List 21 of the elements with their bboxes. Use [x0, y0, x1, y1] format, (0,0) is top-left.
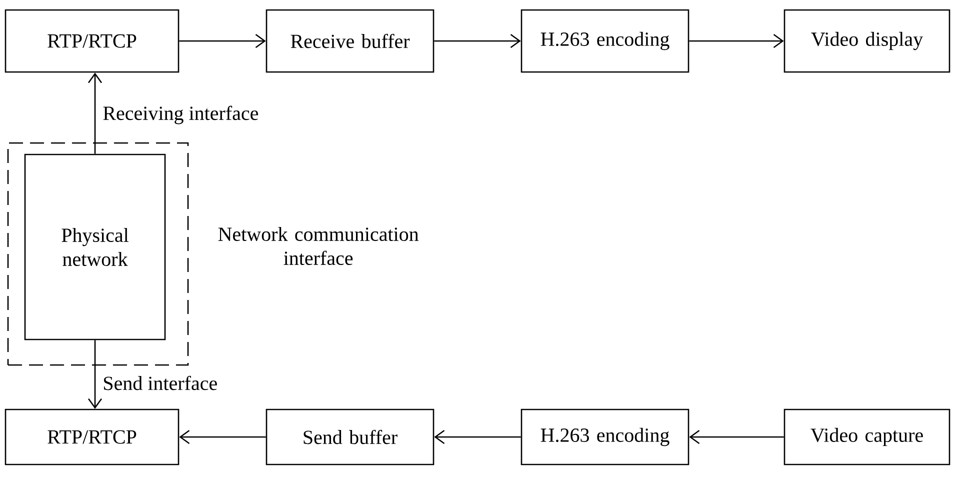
- arrow: [179, 34, 266, 48]
- process-box: Physical network: [24, 154, 166, 340]
- arrow: [88, 72, 102, 154]
- process-box: RTP/RTCP: [4, 9, 180, 73]
- arrow: [434, 34, 521, 48]
- arrow: [689, 430, 784, 444]
- process-box: Send buffer: [266, 408, 434, 466]
- arrow: [434, 430, 521, 444]
- process-box: Receive buffer: [266, 9, 434, 73]
- process-box: RTP/RTCP: [4, 408, 180, 466]
- side-label: Network communication interface: [218, 226, 419, 266]
- dashed-boundary-box: [7, 142, 189, 366]
- process-box: H.263 encoding: [520, 408, 690, 466]
- process-box: H.263 encoding: [520, 9, 690, 73]
- process-box: Video capture: [784, 408, 950, 466]
- edge-label: Receiving interface: [103, 106, 258, 124]
- arrow: [88, 340, 102, 409]
- arrow: [179, 430, 266, 444]
- process-box: Video display: [784, 9, 950, 73]
- arrow: [689, 34, 784, 48]
- edge-label: Send interface: [104, 376, 217, 390]
